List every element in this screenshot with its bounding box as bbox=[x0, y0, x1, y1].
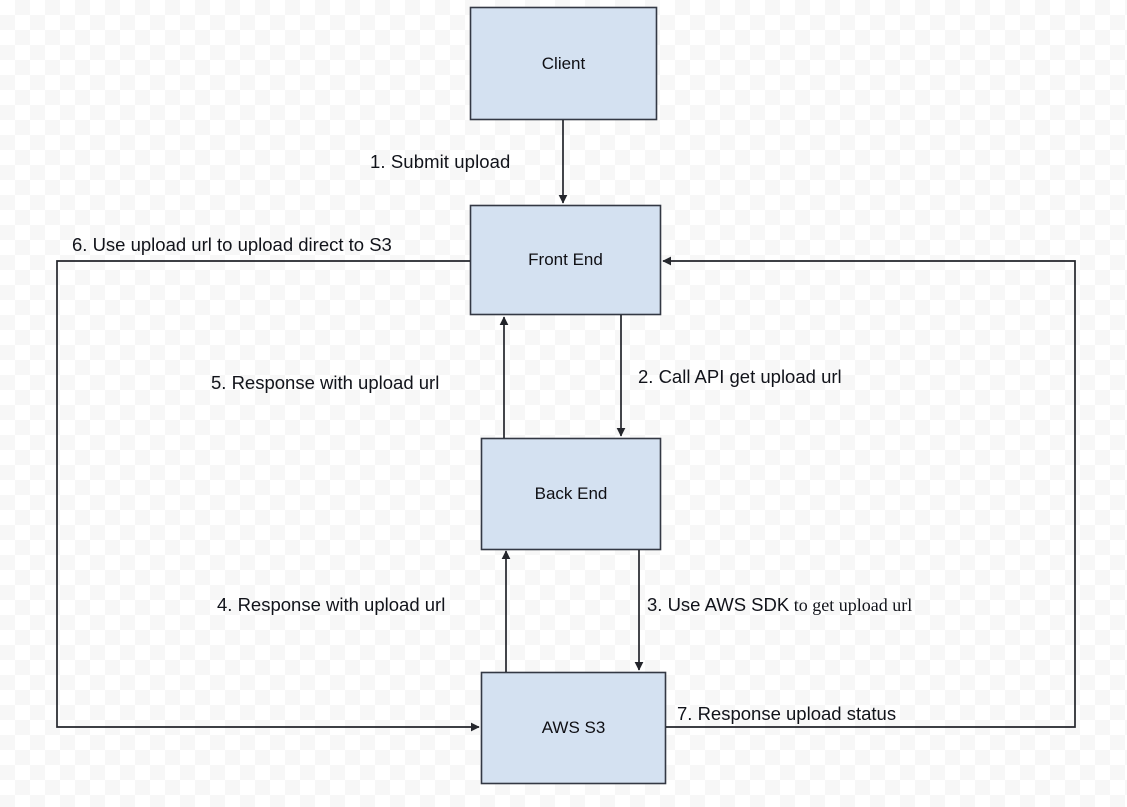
edge-label-step-4-text: 4. Response with upload url bbox=[217, 594, 446, 615]
node-client[interactable] bbox=[469, 6, 658, 121]
edge-label-step-1-text: 1. Submit upload bbox=[370, 151, 511, 172]
edge-label-step-3-text: 3. Use AWS SDK bbox=[647, 594, 790, 615]
edge-label-step-6: 6. Use upload url to upload direct to S3 bbox=[72, 234, 392, 255]
edge-label-step-6-text: 6. Use upload url to upload direct to S3 bbox=[72, 234, 392, 255]
edge-step-6 bbox=[56, 260, 480, 732]
node-front-end[interactable] bbox=[469, 204, 662, 316]
edge-step-7 bbox=[662, 256, 1076, 728]
edge-label-step-7-text: 7. Response upload status bbox=[677, 703, 897, 724]
edge-label-step-7: 7. Response upload status bbox=[677, 703, 897, 724]
edge-label-step-4: 4. Response with upload url bbox=[217, 594, 446, 615]
edge-label-step-3: 3. Use AWS SDK to get upload url bbox=[647, 594, 913, 616]
edge-label-step-1: 1. Submit upload bbox=[370, 151, 511, 172]
edge-label-step-5-text: 5. Response with upload url bbox=[211, 372, 440, 393]
node-back-end[interactable] bbox=[480, 437, 662, 551]
edge-label-step-5: 5. Response with upload url bbox=[211, 372, 440, 393]
node-aws-s3[interactable] bbox=[480, 671, 667, 785]
edge-label-step-2-text: 2. Call API get upload url bbox=[638, 366, 842, 387]
edge-label-step-3-serif-text: to get upload url bbox=[789, 595, 913, 615]
edge-label-step-2: 2. Call API get upload url bbox=[638, 366, 842, 387]
